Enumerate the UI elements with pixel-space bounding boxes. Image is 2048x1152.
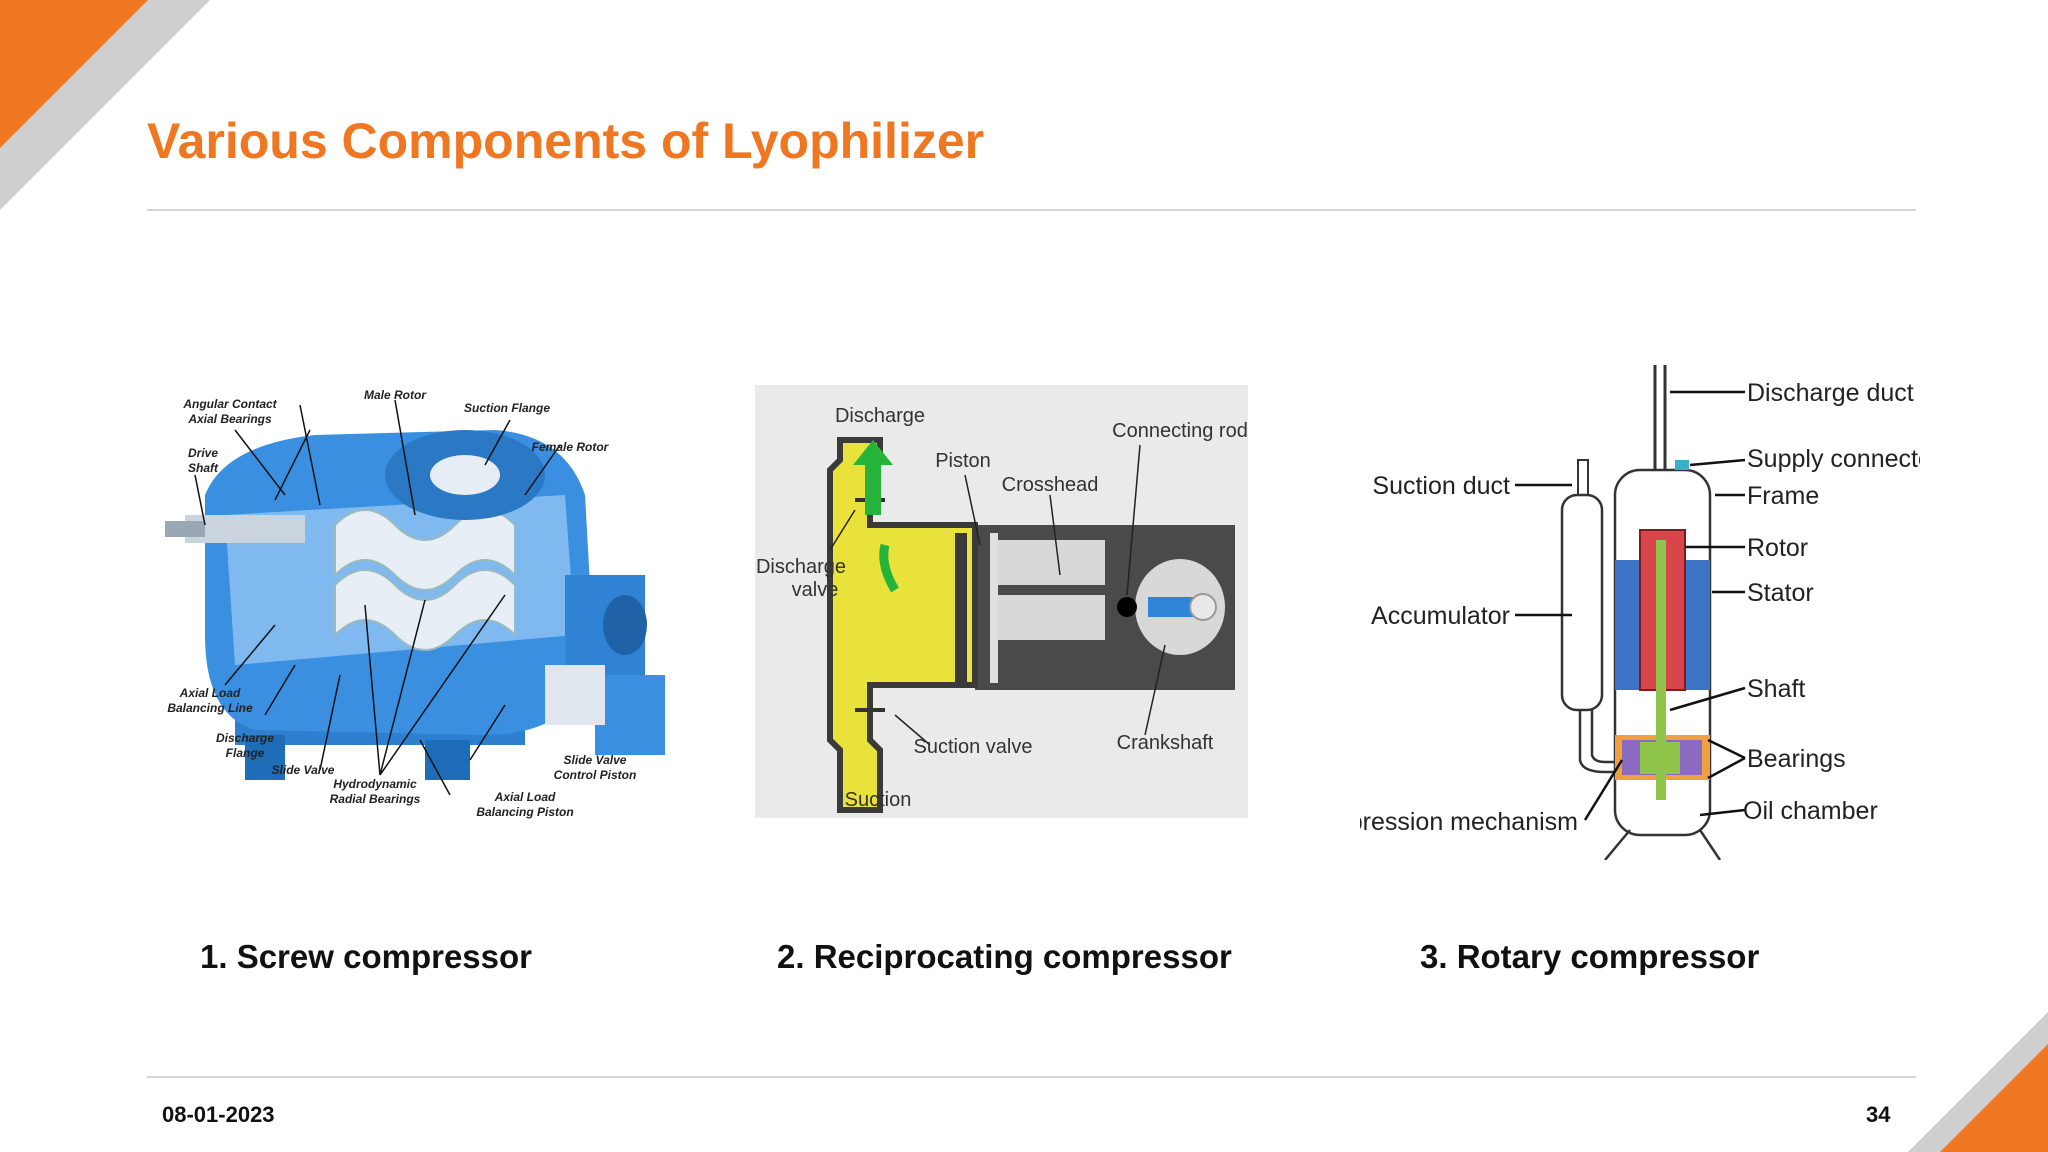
slide-title: Various Components of Lyophilizer (147, 113, 985, 169)
rotary-compressor-diagram: Discharge duct Supply connector Frame Ro… (1360, 365, 1920, 860)
label-compression-mechanism: Compression mechanism (1360, 808, 1578, 836)
label-axial-load-2: Axial Load (494, 790, 556, 804)
label-suction-valve: Suction valve (914, 736, 1033, 758)
footer-date: 08-01-2023 (162, 1102, 275, 1127)
label-discharge-duct: Discharge duct (1747, 379, 1914, 407)
label-control-piston: Control Piston (554, 768, 637, 782)
label-drive: Drive (188, 446, 218, 460)
label-connecting-rod: Connecting rod (1112, 420, 1248, 442)
label-crankshaft: Crankshaft (1117, 732, 1214, 754)
label-rotor: Rotor (1747, 534, 1808, 562)
label-axial-bearings: Axial Bearings (187, 412, 272, 426)
label-slide-valve: Slide Valve (272, 763, 335, 777)
reciprocating-compressor-diagram: Discharge Piston Crosshead Connecting ro… (755, 385, 1248, 818)
label-balancing-piston: Balancing Piston (476, 805, 573, 819)
label-discharge-valve-2: valve (792, 579, 839, 601)
page-number: 34 (1866, 1102, 1891, 1127)
label-shaft: Shaft (188, 461, 219, 475)
label-accumulator: Accumulator (1371, 602, 1510, 630)
corner-accent-bottom-right (1908, 1012, 2048, 1152)
caption-rotary-compressor: 3. Rotary compressor (1420, 938, 1760, 975)
label-flange: Flange (226, 746, 265, 760)
label-shaft: Shaft (1747, 675, 1805, 703)
label-oil-chamber: Oil chamber (1743, 797, 1878, 825)
label-radial-bearings: Radial Bearings (330, 792, 421, 806)
caption-reciprocating-compressor: 2. Reciprocating compressor (777, 938, 1232, 975)
corner-accent-top-left (0, 0, 210, 210)
label-supply-connector: Supply connector (1747, 445, 1920, 473)
label-female-rotor: Female Rotor (532, 440, 610, 454)
label-suction-duct: Suction duct (1372, 472, 1510, 500)
label-discharge: Discharge (216, 731, 274, 745)
label-stator: Stator (1747, 579, 1814, 607)
label-piston: Piston (935, 450, 991, 472)
title-divider (147, 209, 1916, 211)
footer-divider (147, 1076, 1916, 1078)
label-suction-flange: Suction Flange (464, 401, 550, 415)
label-frame: Frame (1747, 482, 1819, 510)
label-bearings: Bearings (1747, 745, 1846, 773)
label-crosshead: Crosshead (1002, 474, 1099, 496)
screw-compressor-diagram: Angular Contact Axial Bearings Male Roto… (165, 388, 665, 819)
label-male-rotor: Male Rotor (364, 388, 427, 402)
label-hydrodynamic: Hydrodynamic (333, 777, 417, 791)
label-discharge-port: Discharge (835, 405, 925, 427)
label-discharge-valve-1: Discharge (756, 556, 846, 578)
label-balancing-line: Balancing Line (167, 701, 253, 715)
label-suction-port: Suction (845, 789, 912, 811)
label-slide-valve-2: Slide Valve (564, 753, 627, 767)
caption-screw-compressor: 1. Screw compressor (200, 938, 532, 975)
label-axial-load: Axial Load (179, 686, 241, 700)
label-angular-contact: Angular Contact (182, 397, 277, 411)
